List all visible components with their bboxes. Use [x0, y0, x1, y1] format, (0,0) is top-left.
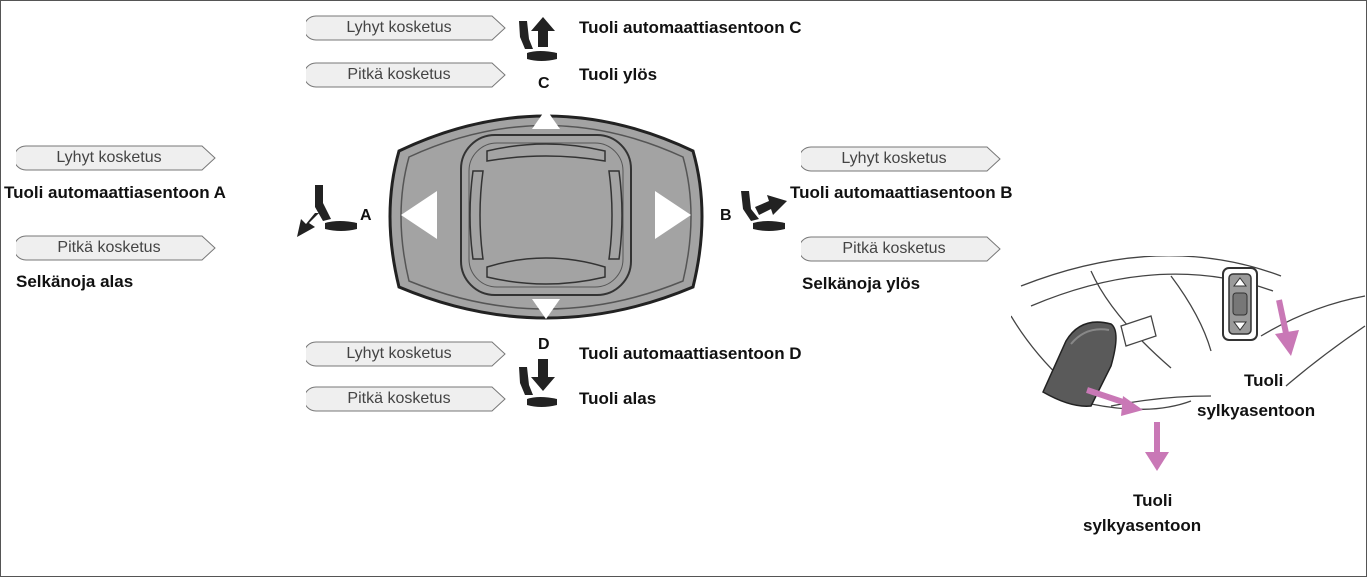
short-touch-label-b: Lyhyt kosketus [841, 150, 947, 167]
position-letter-a: A [360, 207, 372, 224]
recline-label-right-line2: sylkyasentoon [1197, 401, 1316, 420]
recline-lever-illustration [1011, 256, 1366, 471]
pad-right-arrow-button[interactable] [653, 189, 693, 246]
position-letter-d: D [538, 336, 550, 353]
short-touch-tag-d: Lyhyt kosketus [306, 341, 506, 367]
long-action-b: Selkänoja ylös [802, 274, 921, 293]
long-touch-label-d: Pitkä kosketus [347, 390, 451, 407]
pad-down-arrow-button[interactable] [531, 297, 561, 326]
seat-backrest-up-icon [737, 185, 793, 246]
short-touch-tag-b: Lyhyt kosketus [801, 146, 1001, 172]
short-action-d: Tuoli automaattiasentoon D [579, 344, 802, 363]
long-touch-label-a: Pitkä kosketus [57, 239, 161, 256]
long-action-c: Tuoli ylös [579, 65, 658, 84]
short-touch-label-c: Lyhyt kosketus [346, 19, 452, 36]
position-letter-c: C [538, 75, 550, 92]
long-touch-label-b: Pitkä kosketus [842, 240, 946, 257]
short-touch-label-a: Lyhyt kosketus [56, 149, 162, 166]
long-action-d: Tuoli alas [579, 389, 657, 408]
pad-left-arrow-button[interactable] [399, 189, 439, 246]
long-action-a: Selkänoja alas [16, 272, 134, 291]
recline-label-bottom-line1: Tuoli [1133, 491, 1173, 510]
seat-down-icon [513, 357, 563, 418]
short-action-a: Tuoli automaattiasentoon A [4, 183, 226, 202]
seat-control-pad[interactable] [379, 99, 713, 334]
short-action-b: Tuoli automaattiasentoon B [790, 183, 1013, 202]
short-touch-label-d: Lyhyt kosketus [346, 345, 452, 362]
long-touch-tag-c: Pitkä kosketus [306, 62, 506, 88]
position-letter-b: B [720, 207, 732, 224]
short-touch-tag-c: Lyhyt kosketus [306, 15, 506, 41]
pad-up-arrow-button[interactable] [531, 107, 561, 136]
seat-up-icon [513, 15, 563, 76]
seat-backrest-down-icon [293, 183, 359, 248]
short-action-c: Tuoli automaattiasentoon C [579, 18, 802, 37]
recline-label-right-line1: Tuoli [1244, 371, 1284, 390]
long-touch-tag-b: Pitkä kosketus [801, 236, 1001, 262]
short-touch-tag-a: Lyhyt kosketus [16, 145, 216, 171]
long-touch-tag-d: Pitkä kosketus [306, 386, 506, 412]
long-touch-tag-a: Pitkä kosketus [16, 235, 216, 261]
recline-label-bottom-line2: sylkyasentoon [1083, 516, 1202, 535]
long-touch-label-c: Pitkä kosketus [347, 66, 451, 83]
